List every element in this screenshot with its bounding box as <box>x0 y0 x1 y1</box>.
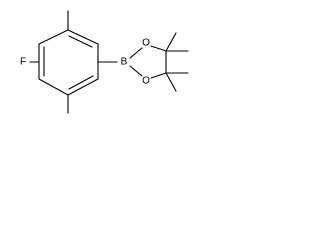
benzene-ring <box>38 29 99 96</box>
ring-bond-1 <box>67 29 99 45</box>
ring-bond-4 <box>38 78 69 96</box>
oxygen-top-carbon-bond <box>150 45 167 52</box>
oxygen-top-atom-label: O <box>142 38 150 49</box>
dioxaborolane-ring <box>129 45 167 79</box>
ring-double-bond-2 <box>68 75 94 90</box>
boron-oxygen-bottom-bond <box>129 65 143 77</box>
ring-bond-6 <box>38 29 69 45</box>
oxygen-bottom-carbon-bond <box>150 72 167 79</box>
ring-bond-3 <box>67 78 99 96</box>
ring-double-bond-1 <box>68 35 93 48</box>
fluorine-atom-label: F <box>20 57 26 68</box>
structure-canvas: F B O O <box>0 0 214 124</box>
methyl-bond-lower-2 <box>165 72 177 92</box>
molecule-structure: F B O O <box>20 10 189 114</box>
oxygen-bottom-atom-label: O <box>142 76 150 87</box>
methyl-bond-upper-1 <box>165 32 177 52</box>
boron-oxygen-top-bond <box>129 47 143 59</box>
boron-atom-label: B <box>121 57 128 68</box>
